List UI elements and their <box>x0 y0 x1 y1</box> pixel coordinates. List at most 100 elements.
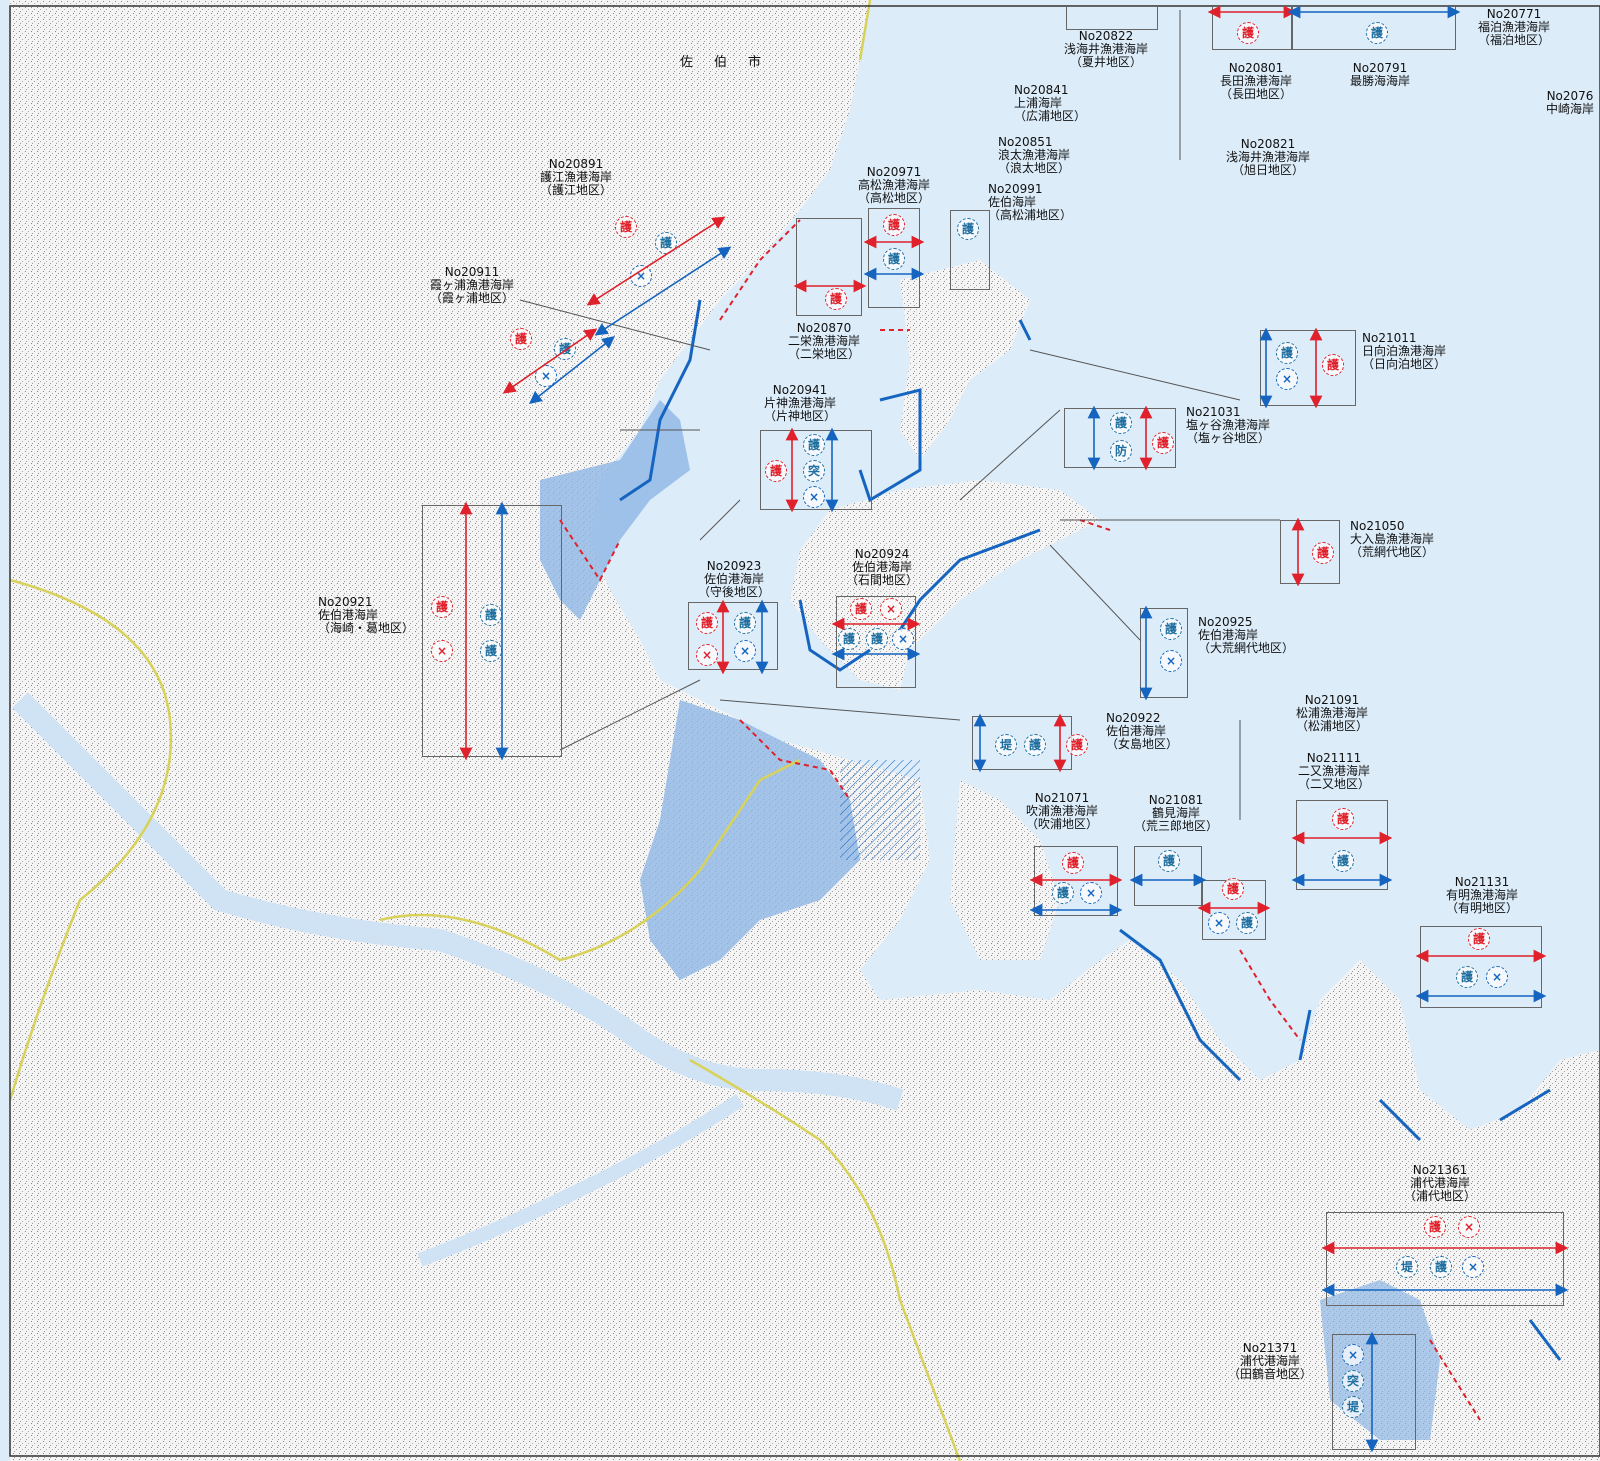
cross-symbol: × <box>1208 912 1230 934</box>
protect-symbol: 護 <box>825 288 847 310</box>
protect-symbol: 護 <box>883 248 905 270</box>
map-frame <box>9 5 1600 1457</box>
protect-symbol: 護 <box>1066 734 1088 756</box>
protect-symbol: 護 <box>1366 22 1388 44</box>
land-west <box>10 0 1600 1461</box>
cross-symbol: × <box>803 486 825 508</box>
protect-symbol: 護 <box>480 604 502 626</box>
district-box <box>836 596 916 688</box>
cross-symbol: × <box>1276 368 1298 390</box>
protect-symbol: 護 <box>803 434 825 456</box>
district-box <box>1066 6 1158 30</box>
protect-symbol: 護 <box>1456 966 1478 988</box>
protect-symbol: 護 <box>734 612 756 634</box>
protect-symbol: 護 <box>1430 1256 1452 1278</box>
protect-symbol: 護 <box>480 640 502 662</box>
district-box <box>760 430 872 510</box>
protect-symbol: 護 <box>1424 1216 1446 1238</box>
cross-symbol: × <box>1160 650 1182 672</box>
protect-symbol: 護 <box>615 216 637 238</box>
river-south <box>417 1094 744 1267</box>
boundary-road <box>8 0 962 1461</box>
levee-symbol: 堤 <box>995 734 1017 756</box>
tide-symbol: 防 <box>1110 440 1132 462</box>
district-box <box>688 602 778 670</box>
protect-symbol: 護 <box>883 214 905 236</box>
hatched-area <box>840 760 920 860</box>
district-box <box>1420 926 1542 1008</box>
land-peninsula-north <box>900 260 1030 460</box>
flood-zone-2 <box>640 700 860 980</box>
protect-symbol: 護 <box>655 232 677 254</box>
protect-symbol: 護 <box>957 218 979 240</box>
protect-symbol: 護 <box>1237 22 1259 44</box>
district-box <box>422 505 562 757</box>
protect-symbol: 護 <box>431 596 453 618</box>
district-box <box>1296 800 1388 890</box>
protect-symbol: 護 <box>850 598 872 620</box>
levee-symbol: 堤 <box>1396 1256 1418 1278</box>
cross-symbol: × <box>892 628 914 650</box>
protect-symbol: 護 <box>1468 928 1490 950</box>
cross-symbol: × <box>1462 1256 1484 1278</box>
district-box <box>1064 408 1176 468</box>
levee-symbol: 堤 <box>1342 1396 1364 1418</box>
protect-symbol: 護 <box>696 612 718 634</box>
protect-symbol: 護 <box>866 628 888 650</box>
cross-symbol: × <box>696 644 718 666</box>
protect-symbol: 護 <box>1158 850 1180 872</box>
protect-symbol: 護 <box>838 628 860 650</box>
coast-line-red <box>559 219 1481 1421</box>
protect-symbol: 護 <box>765 460 787 482</box>
district-box <box>950 210 990 290</box>
protect-symbol: 護 <box>1062 852 1084 874</box>
sand-symbol: 突 <box>1342 1370 1364 1392</box>
river <box>12 692 904 1111</box>
protect-symbol: 護 <box>1110 412 1132 434</box>
flood-zone-1 <box>540 400 690 620</box>
town-label-saiki: 佐 伯 市 <box>680 55 766 70</box>
cross-symbol: × <box>1458 1216 1480 1238</box>
protect-symbol: 護 <box>1152 432 1174 454</box>
cross-symbol: × <box>734 640 756 662</box>
protect-symbol: 護 <box>1332 850 1354 872</box>
leader-lines <box>519 10 1280 820</box>
protect-symbol: 護 <box>1276 342 1298 364</box>
protect-symbol: 護 <box>1222 878 1244 900</box>
district-box <box>1326 1212 1564 1306</box>
cross-symbol: × <box>880 598 902 620</box>
cross-symbol: × <box>630 265 652 287</box>
protect-symbol: 護 <box>1332 808 1354 830</box>
